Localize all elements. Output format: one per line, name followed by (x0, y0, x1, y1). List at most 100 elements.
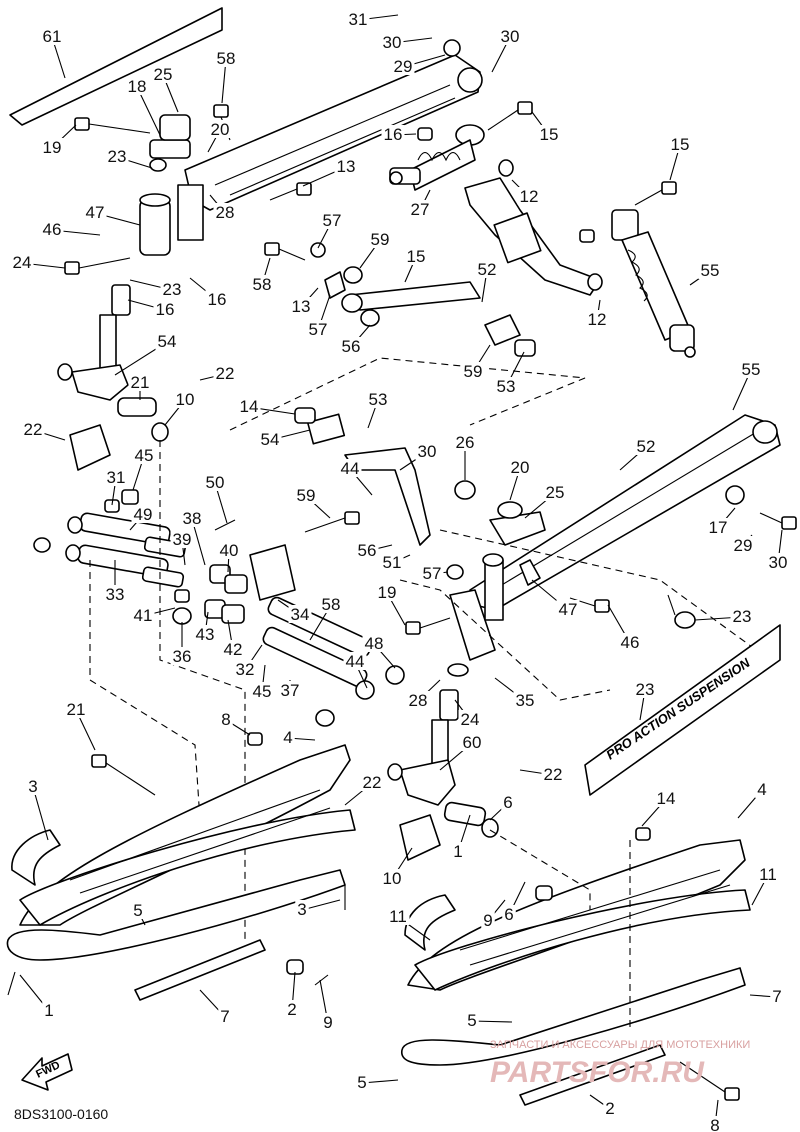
part-callout-5: 5 (467, 1011, 476, 1030)
callout-label-bg (338, 459, 362, 477)
leader-line (32, 786, 49, 841)
callout-label-bg (218, 1007, 232, 1025)
guide-line-right (439, 529, 771, 661)
callout-label-bg (295, 900, 309, 918)
part-callout-10: 10 (383, 869, 402, 888)
callout-label-bg (481, 911, 495, 929)
callout-label-bg (170, 647, 194, 665)
callout-label-bg (281, 728, 295, 746)
callout-label-bg (278, 681, 302, 699)
callout-label-bg (339, 337, 363, 355)
callout-label-bg (203, 473, 227, 491)
bolt-31-right (725, 485, 797, 530)
part-callout-59: 59 (464, 362, 483, 381)
runner-2-left (134, 939, 266, 1001)
callout-label-bg (494, 377, 518, 395)
part-callout-58: 58 (217, 49, 236, 68)
pin-49 (214, 519, 236, 531)
nut-16-right (579, 229, 595, 243)
callout-label-bg (104, 468, 128, 486)
callout-label-bg (654, 789, 678, 807)
part-callout-33: 33 (106, 585, 125, 604)
diagram-code: 8DS3100-0160 (14, 1106, 109, 1122)
part-callout-44: 44 (346, 652, 365, 671)
part-callout-58: 58 (253, 275, 272, 294)
part-callout-6: 6 (503, 793, 512, 812)
part-callout-28: 28 (409, 691, 428, 710)
part-callout-23: 23 (108, 147, 127, 166)
stabilizer-link-52-upper (310, 242, 481, 327)
part-callout-47: 47 (86, 203, 105, 222)
watermark-line2: PARTSFOR.RU (490, 1056, 705, 1089)
part-callout-23: 23 (163, 280, 182, 299)
part-callout-38: 38 (183, 509, 202, 528)
callout-label-bg (294, 486, 318, 504)
callout-label-bg (289, 297, 313, 315)
part-callout-45: 45 (253, 682, 272, 701)
callout-label-bg (498, 27, 522, 45)
callout-label-bg (153, 300, 177, 318)
callout-label-bg (26, 777, 40, 795)
part-callout-22: 22 (216, 364, 235, 383)
part-callout-36: 36 (173, 647, 192, 666)
part-callout-11: 11 (389, 907, 407, 926)
part-callout-15: 15 (407, 247, 426, 266)
part-callout-15: 15 (540, 125, 559, 144)
callout-label-bg (250, 275, 274, 293)
part-callout-28: 28 (216, 203, 235, 222)
part-callout-9: 9 (323, 1013, 332, 1032)
part-callout-59: 59 (371, 230, 390, 249)
callout-label-bg (170, 530, 194, 548)
lower-arm-38 (79, 512, 187, 558)
decal-strip-61 (9, 7, 223, 126)
callout-label-bg (603, 1099, 617, 1117)
callout-label-bg (83, 203, 107, 221)
part-callout-7: 7 (772, 987, 781, 1006)
part-callout-44: 44 (341, 459, 360, 478)
bracket-13 (464, 159, 603, 296)
part-callout-6: 6 (504, 905, 513, 924)
callout-label-bg (634, 437, 658, 455)
part-callout-46: 46 (43, 220, 62, 239)
part-callout-14: 14 (657, 789, 676, 808)
callout-label-bg (585, 310, 609, 328)
callout-label-bg (355, 1073, 369, 1091)
callout-label-bg (408, 200, 432, 218)
part-callout-5: 5 (133, 901, 142, 920)
callout-label-bg (453, 433, 477, 451)
callout-label-bg (475, 260, 499, 278)
fastener-5-left (7, 885, 346, 996)
callout-label-bg (346, 10, 370, 28)
callout-label-bg (460, 733, 484, 751)
upper-rear-arm (184, 39, 483, 211)
part-callout-31: 31 (349, 10, 368, 29)
callout-label-bg (321, 1013, 335, 1031)
part-callout-51: 51 (383, 553, 402, 572)
part-callout-54: 54 (261, 430, 280, 449)
part-callout-8: 8 (710, 1116, 719, 1132)
nut-4-left (247, 732, 263, 746)
callout-label-bg (173, 390, 197, 408)
part-callout-54: 54 (158, 332, 177, 351)
part-callout-61: 61 (43, 27, 62, 46)
callout-label-bg (633, 680, 657, 698)
callout-label-bg (233, 660, 257, 678)
callout-label-bg (180, 509, 204, 527)
bolt-46-mid (405, 617, 451, 635)
callout-label-bg (415, 442, 439, 460)
callout-label-bg (380, 553, 404, 571)
part-callout-32: 32 (236, 660, 255, 679)
bolt-15-right-top (487, 101, 533, 131)
part-callout-11: 11 (759, 865, 777, 884)
part-callout-50: 50 (206, 473, 225, 492)
callout-label-bg (537, 125, 561, 143)
callout-label-bg (501, 793, 515, 811)
callout-label-bg (698, 261, 722, 279)
part-callout-30: 30 (383, 33, 402, 52)
bolt-8-left (91, 754, 156, 796)
part-callout-56: 56 (342, 337, 361, 356)
part-callout-2: 2 (605, 1099, 614, 1118)
guide-line-ski-right (489, 829, 591, 910)
callout-label-bg (502, 905, 516, 923)
